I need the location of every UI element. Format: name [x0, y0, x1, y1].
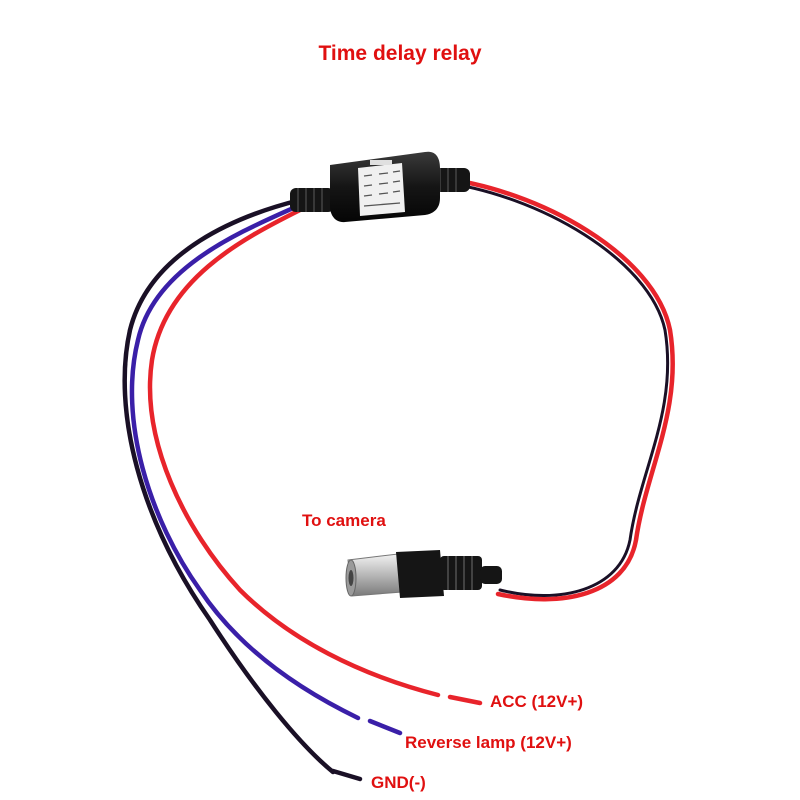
- reverse-lamp-label: Reverse lamp (12V+): [405, 733, 572, 752]
- relay-strain-relief-left: [290, 188, 334, 212]
- reverse-lamp-wire: [129, 202, 361, 721]
- acc-wire: [147, 207, 441, 698]
- gnd-wire-end: [330, 768, 363, 782]
- title-label: Time delay relay: [318, 42, 482, 65]
- relay-module-icon: [330, 151, 440, 223]
- camera-wire-black: [438, 180, 670, 597]
- acc-label: ACC (12V+): [490, 692, 584, 711]
- gnd-label: GND(-): [371, 773, 426, 792]
- acc-wire-end: [447, 694, 483, 706]
- reverse-wire-end: [367, 718, 403, 736]
- gnd-wire: [122, 197, 336, 775]
- dc-barrel-connector-icon: [345, 550, 502, 598]
- camera-wire-red: [437, 175, 675, 602]
- camera-label: To camera: [302, 511, 386, 530]
